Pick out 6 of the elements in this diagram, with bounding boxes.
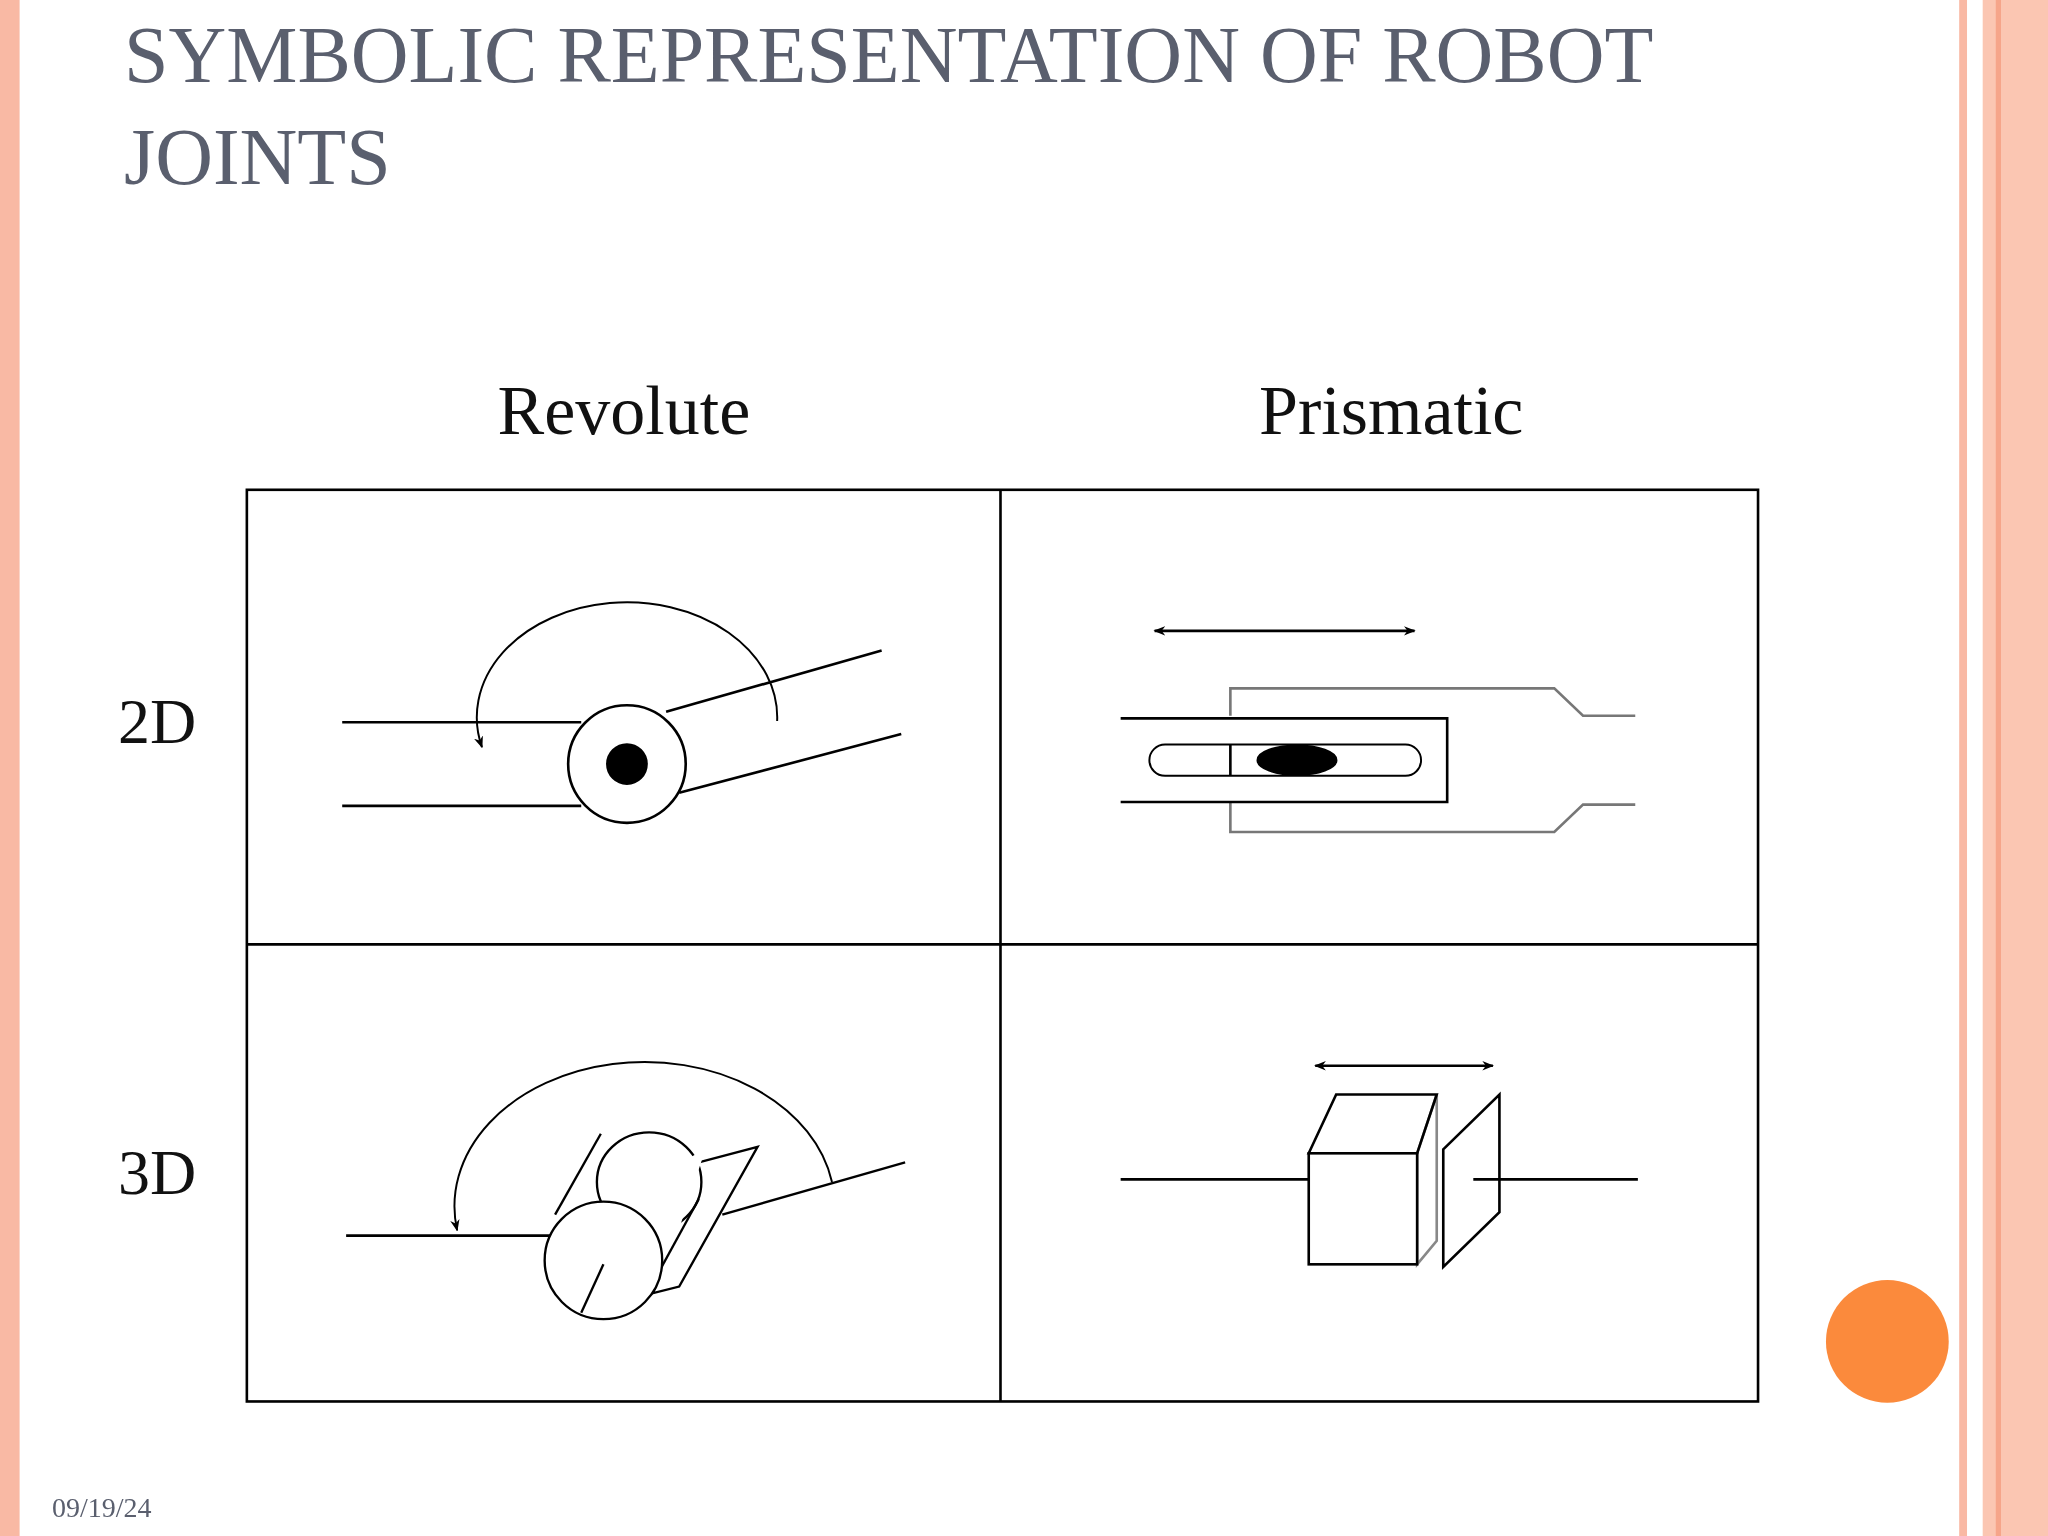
date-text: 09/19/24: [52, 1494, 152, 1522]
row-header: 3D: [118, 1141, 197, 1205]
column-header: Revolute: [497, 376, 751, 446]
row-header: 2D: [118, 690, 197, 754]
slide-title: SYMBOLIC REPRESENTATION OF ROBOT JOINTS: [124, 10, 1653, 203]
column-header: Prismatic: [1259, 376, 1524, 446]
